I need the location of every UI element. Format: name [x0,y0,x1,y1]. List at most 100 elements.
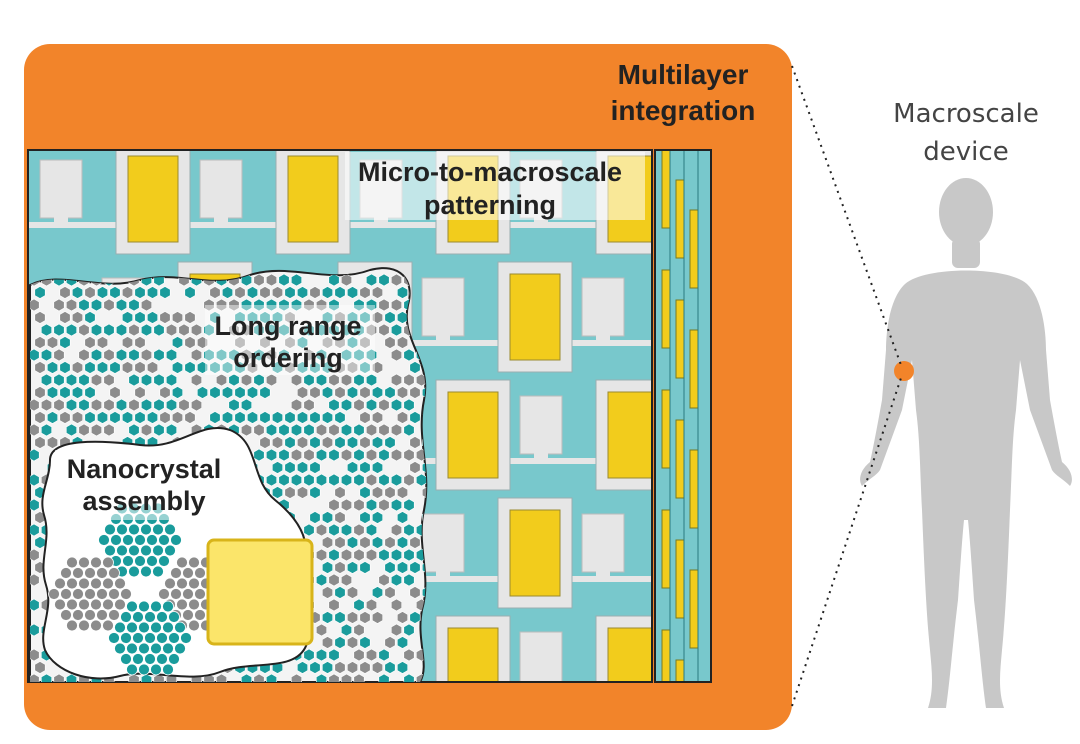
nanocrystal-particle [141,298,152,312]
device-label-line1: Macroscale [893,99,1039,129]
nanocrystal-particle [184,311,196,324]
nanocrystal-cluster-dot [150,663,162,676]
nanocrystal-cluster-dot [60,588,72,600]
nanocrystal-particle [378,423,390,437]
nanocrystal-particle [103,323,115,337]
nanocrystal-particle [78,323,90,337]
strip-layer-bar [675,539,685,619]
nanocrystal-cluster-dot [182,567,194,579]
nanocrystal-particle [353,348,365,362]
nanocrystal-particle [253,448,265,462]
nanocrystal-particle [403,423,415,437]
assembly-label-line2: assembly [82,486,205,516]
nanocrystal-cluster-dot [120,653,132,665]
nanocrystal-particle [347,436,358,449]
nanocrystal-cluster-dot [162,663,174,676]
nanocrystal-particle [328,548,340,562]
nanocrystal-particle [91,398,102,412]
nanocrystal-cluster-dot [138,621,150,634]
nanocrystal-cluster-dot [138,663,150,676]
nanocrystal-particle [78,373,90,387]
nanocrystal-particle [303,298,315,312]
nanocrystal-particle [103,348,115,362]
nanocrystal-particle [122,286,133,299]
nanocrystal-particle [334,361,346,374]
nanocrystal-particle [359,336,371,349]
nanocrystal-cluster-dot [158,588,170,600]
nanocrystal-particle [30,473,40,487]
human-silhouette-icon [860,178,1072,708]
nanocrystal-particle [209,361,221,374]
nanocrystal-cluster-dot [72,567,84,579]
nanocrystal-particle [153,323,165,337]
nanocrystal-particle [30,648,40,662]
pattern-pad [421,277,465,337]
nanocrystal-particle [391,473,402,487]
nanocrystal-particle [109,361,121,374]
nanocrystal-particle [309,511,321,524]
nanocrystal-particle [284,361,296,374]
nanocrystal-particle [297,436,308,449]
nanocrystal-particle [30,573,40,587]
nanocrystal-cluster-dot [66,577,78,590]
nanocrystal-particle [403,473,415,487]
nanocrystal-particle [153,423,165,437]
nanocrystal-particle [397,561,408,574]
pattern-pad [39,159,83,219]
nanocrystal-particle [303,348,315,362]
nanocrystal-particle [384,661,396,674]
nanocrystal-cluster-dot [78,556,90,569]
nanocrystal-cluster-dot [90,577,102,590]
nanocrystal-particle [66,298,77,312]
nanocrystal-cluster-dot [180,632,192,644]
nanocrystal-particle [297,661,308,674]
nanocrystal-particle [366,498,377,512]
nanocrystal-particle [197,386,208,399]
nanocrystal-cluster-dot [138,642,150,655]
nanocrystal-particle [184,361,196,374]
nanocrystal-particle [366,348,377,362]
nanocrystal-particle [59,336,71,349]
nanocrystal-particle [172,361,183,374]
nanocrystal-particle [266,473,277,487]
nanocrystal-particle [322,336,333,349]
nanocrystal-particle [391,373,402,387]
nanocrystal-cluster-dot [104,544,116,557]
nanocrystal-cluster-dot [122,534,134,546]
nanocrystal-particle [316,373,327,387]
nanocrystal-particle [334,661,346,674]
nanocrystal-particle [122,311,133,324]
nanocrystal-particle [372,361,383,374]
nanocrystal-particle [328,448,340,462]
nanocrystal-particle [359,461,371,474]
nanocrystal-particle [353,673,365,682]
nanocrystal-particle [259,286,271,299]
nanocrystal-particle [316,323,327,337]
strip-layer-bar [661,509,671,589]
nanocrystal-particle [359,636,371,649]
nanocrystal-cluster-dot [84,588,96,600]
nanocrystal-particle [353,298,365,312]
nanocrystal-particle [297,386,308,399]
nanocrystal-particle [30,598,40,612]
nanocrystal-cluster-dot [98,534,110,546]
nanocrystal-particle [347,611,358,624]
nanocrystal-particle [366,298,377,312]
strip-layer-bar [675,179,685,259]
nanocrystal-particle [353,623,365,637]
nanocrystal-particle [316,348,327,362]
nanocrystal-particle [153,373,165,387]
nanocrystal-cluster-dot [102,619,114,632]
nanocrystal-particle [403,448,415,462]
nanocrystal-particle [328,398,340,412]
nanocrystal-particle [341,523,352,537]
nanocrystal-particle [378,448,390,462]
nanocrystal-particle [409,561,421,574]
nanocrystal-particle [309,661,321,674]
nanocrystal-particle [341,448,352,462]
nanocrystal-cluster-dot [108,588,120,600]
nanocrystal-particle [359,561,371,574]
nanocrystal-particle [347,386,358,399]
pattern-stem [436,334,450,344]
nanocrystal-cluster-dot [84,609,96,621]
